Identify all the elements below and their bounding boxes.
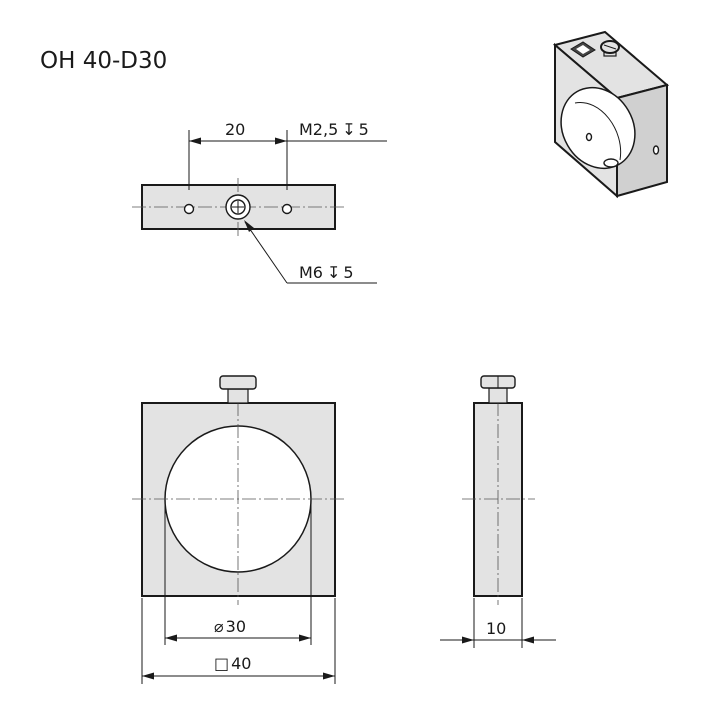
front-view: ⌀30 □40 — [132, 375, 345, 684]
iso-hole-bottom — [603, 158, 619, 168]
dim-thickness: 10 — [486, 619, 506, 638]
front-screw-shaft — [227, 388, 249, 404]
iso-hole-side — [652, 145, 660, 155]
arrow-right — [275, 137, 287, 145]
front-screw-head — [219, 375, 257, 390]
dim-square: □40 — [214, 654, 251, 673]
iso-hole-front — [585, 132, 593, 142]
dim-hole-spacing: 20 — [225, 120, 245, 139]
iso-screw-slot — [603, 44, 617, 50]
arrow-left — [189, 137, 201, 145]
arrow-aperture-right — [299, 634, 311, 642]
iso-aperture — [560, 86, 636, 170]
arrow-body-left — [142, 672, 154, 680]
arrow-body-right — [323, 672, 335, 680]
arrow-thickness-left — [462, 636, 474, 644]
dim-screw-thread: M6↧5 — [299, 263, 354, 282]
part-title: OH 40-D30 — [40, 48, 167, 74]
threaded-hole-right — [281, 203, 293, 215]
isometric-view — [552, 30, 670, 199]
side-screw-shaft — [488, 387, 508, 404]
top-view: 20 M2,5↧5 M6↧5 — [132, 120, 387, 284]
leader-screw — [244, 221, 288, 284]
dim-aperture: ⌀30 — [214, 617, 246, 636]
arrow-aperture-left — [165, 634, 177, 642]
dim-hole-thread: M2,5↧5 — [299, 120, 369, 139]
side-view: 10 — [440, 375, 556, 648]
iso-aperture-inner — [574, 102, 622, 161]
threaded-hole-left — [183, 203, 195, 215]
arrow-thickness-right — [522, 636, 534, 644]
iso-diamond-inner — [576, 45, 590, 54]
leader-arrow — [244, 220, 254, 232]
